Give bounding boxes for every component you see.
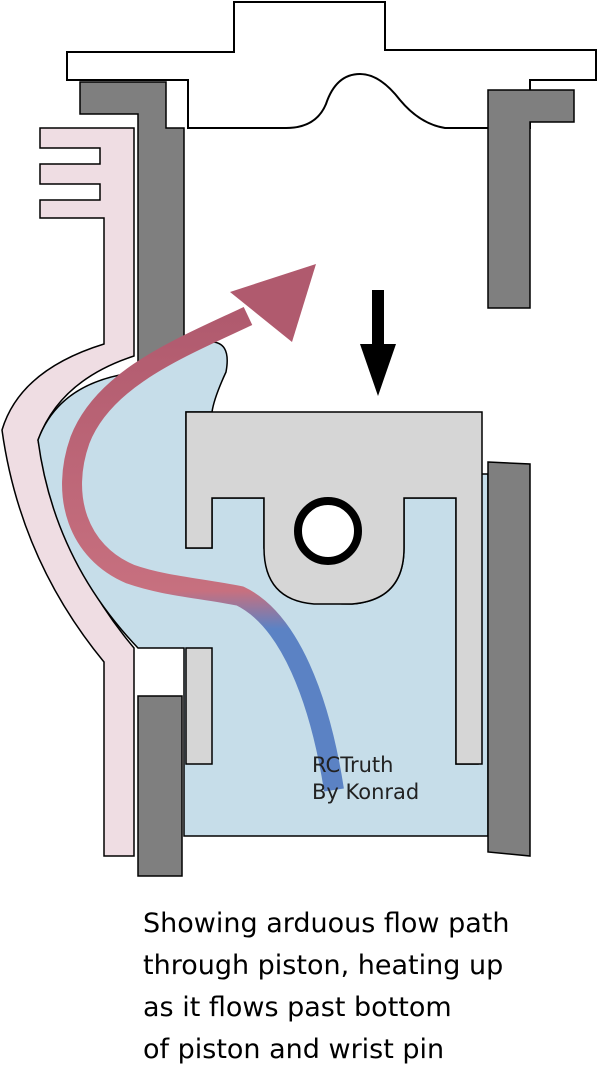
wrist-pin	[294, 497, 362, 565]
arrow-down-icon	[360, 290, 396, 396]
flow-path	[62, 306, 344, 792]
caption-line-3: as it flows past bottom	[143, 992, 452, 1023]
diagram-caption: Showing arduous flow path through piston…	[143, 903, 593, 1071]
piston	[185, 411, 483, 765]
curved-arrow-icon	[62, 264, 344, 792]
flow-arrowhead	[230, 264, 316, 342]
cylinder-wall-left-lower	[137, 695, 183, 877]
cylinder-wall-right-lower	[487, 461, 531, 857]
cylinder-head	[66, 1, 597, 129]
port-rail	[185, 647, 213, 765]
cylinder-wall-right-upper	[487, 89, 575, 309]
credit-line-2: By Konrad	[312, 780, 420, 804]
caption-line-2: through piston, heating up	[143, 950, 504, 981]
caption-line-4: of piston and wrist pin	[143, 1034, 445, 1065]
caption-line-1: Showing arduous flow path	[143, 908, 510, 939]
credit-line-1: RCTruth	[312, 753, 394, 777]
credit-text: RCTruth By Konrad	[312, 752, 419, 806]
